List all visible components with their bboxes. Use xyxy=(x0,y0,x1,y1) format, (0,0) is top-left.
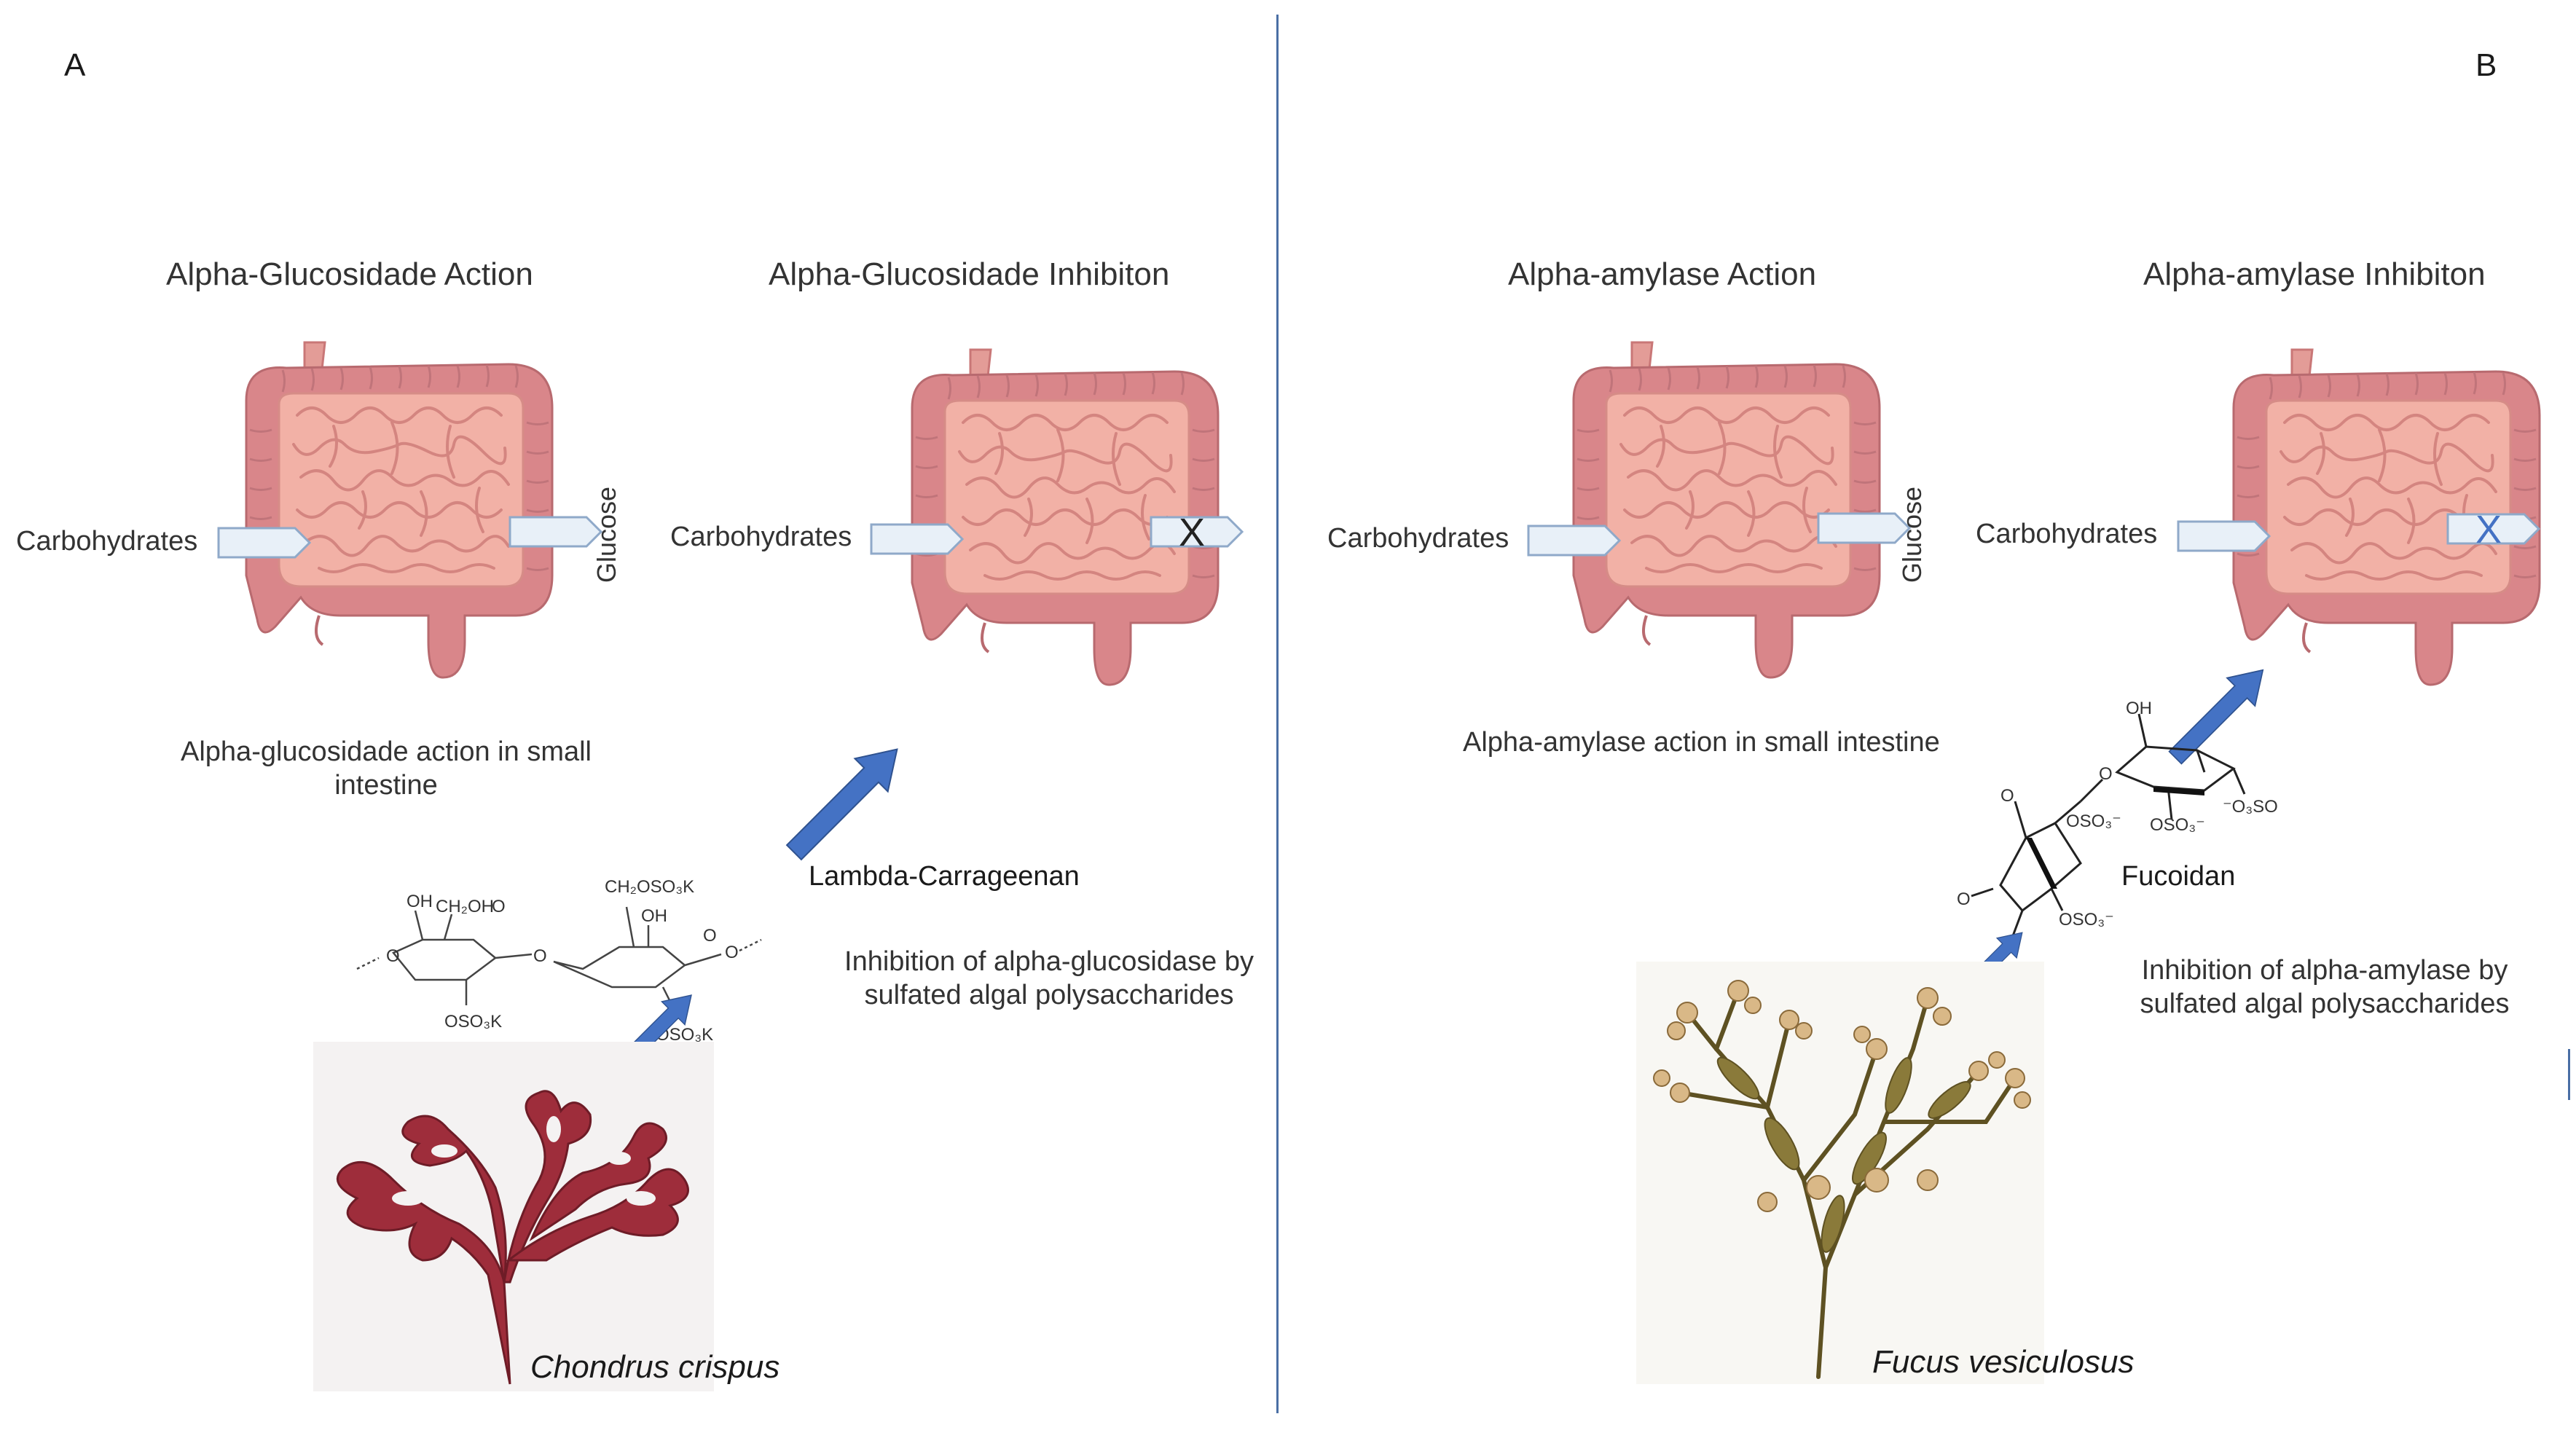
label-glucose-b: Glucose xyxy=(1897,487,1928,583)
title-amylase-inhibition: Alpha-amylase Inhibiton xyxy=(2143,256,2486,293)
chem-o-ring2: O xyxy=(703,926,717,946)
chem-structure-fucoidan: O O OSO₃⁻ OSO₃⁻ O OH OSO₃⁻ ⁻O₃SO xyxy=(1957,692,2365,940)
chem-oh-mid: OH xyxy=(641,906,667,926)
compound-name-a: Lambda-Carrageenan xyxy=(809,861,1080,892)
seaweed-chondrus-crispus-image xyxy=(313,1042,714,1391)
chem-ch2oh: CH₂OH xyxy=(436,897,494,916)
chem-oso3-d: OSO₃⁻ xyxy=(2059,910,2114,930)
arrow-glucose-out-a1 xyxy=(510,517,605,550)
label-glucose-a: Glucose xyxy=(592,487,622,583)
panel-b: B Alpha-amylase Action Alpha-amylase Inh… xyxy=(1279,0,2576,1430)
caption-glucosidase-inhibition: Inhibition of alpha-glucosidase by sulfa… xyxy=(830,946,1268,1012)
chem-oh-top-left: OH xyxy=(407,892,433,911)
title-glucosidase-inhibition: Alpha-Glucosidade Inhibiton xyxy=(769,256,1169,293)
compound-name-b: Fucoidan xyxy=(2121,861,2235,892)
chem-o-glyco: O xyxy=(533,946,547,966)
arrow-carbohydrates-in-b2 xyxy=(2178,522,2273,554)
chem-oso3-c: OSO₃⁻ xyxy=(2066,812,2121,831)
chem-oh-top: OH xyxy=(2126,699,2152,718)
label-carbohydrates-b2: Carbohydrates xyxy=(1976,519,2157,550)
blue-arrow-a-large xyxy=(787,677,976,867)
title-amylase-action: Alpha-amylase Action xyxy=(1508,256,1816,293)
chem-oso3-b: ⁻O₃SO xyxy=(2223,797,2278,817)
arrow-carbohydrates-in-b1 xyxy=(1528,526,1623,559)
block-mark-b: X xyxy=(2475,507,2502,552)
chem-structure-lambda-carrageenan: O OH CH₂OH O OSO₃K O CH₂OSO₃K OH O O OSO… xyxy=(342,860,838,1064)
chem-o-link-right: O xyxy=(725,943,739,962)
caption-amylase-action: Alpha-amylase action in small intestine xyxy=(1463,727,1940,758)
arrow-carbohydrates-in-a1 xyxy=(219,528,313,561)
chem-oso3-a: OSO₃⁻ xyxy=(2150,815,2205,835)
label-carbohydrates-a2: Carbohydrates xyxy=(670,522,852,553)
arrow-carbohydrates-in-a2 xyxy=(871,525,966,557)
panel-divider xyxy=(1276,15,1279,1413)
label-carbohydrates-a1: Carbohydrates xyxy=(16,526,197,557)
caption-glucosidase-action: Alpha-glucosidade action in small intest… xyxy=(153,736,619,802)
species-chondrus-crispus: Chondrus crispus xyxy=(530,1349,780,1386)
block-mark-a: X xyxy=(1179,510,1205,555)
panel-a: A Alpha-Glucosidade Action Alpha-Glucosi… xyxy=(0,0,1275,1430)
seaweed-fucus-vesiculosus-image xyxy=(1636,962,2044,1384)
caption-amylase-inhibition: Inhibition of alpha-amylase by sulfated … xyxy=(2117,954,2532,1021)
chem-o-link-left: O xyxy=(386,946,400,966)
title-glucosidase-action: Alpha-Glucosidade Action xyxy=(166,256,533,293)
panel-b-letter: B xyxy=(2475,47,2497,84)
label-carbohydrates-b1: Carbohydrates xyxy=(1327,523,1509,554)
chem-oso3k-1: OSO₃K xyxy=(444,1012,502,1032)
chem-o-ring1: O xyxy=(492,897,506,916)
chem-o-link: O xyxy=(2099,764,2113,784)
chem-ch2oso3k: CH₂OSO₃K xyxy=(605,877,694,897)
species-fucus-vesiculosus: Fucus vesiculosus xyxy=(1872,1344,2134,1380)
panel-a-letter: A xyxy=(64,47,85,84)
chem-o-ring: O xyxy=(2000,786,2014,806)
